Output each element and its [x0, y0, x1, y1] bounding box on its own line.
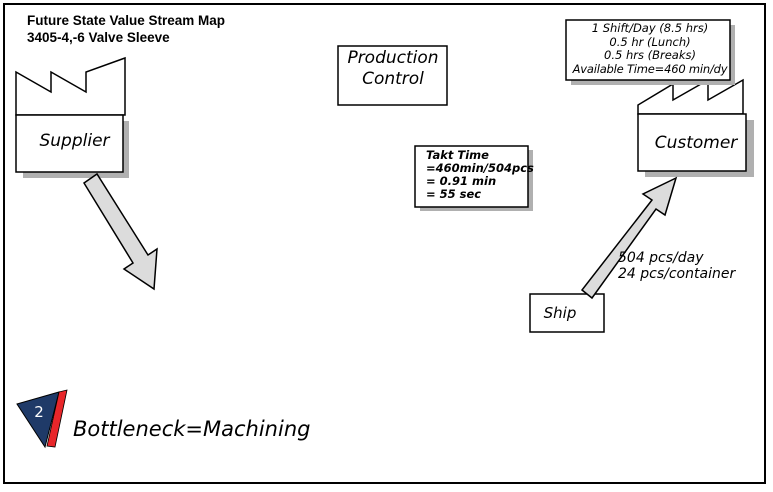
diagram-frame: [3, 3, 766, 484]
shift-line1: 1 Shift/Day (8.5 hrs): [591, 21, 709, 35]
ship-box: [529, 293, 605, 333]
customer-label: Customer: [654, 133, 738, 153]
takt-line2: =460min/504pcs: [426, 161, 534, 175]
shipment-quantity-text: 504 pcs/day 24 pcs/container: [618, 250, 735, 282]
supplier-label: Supplier: [39, 131, 110, 151]
map-title: Future State Value Stream Map 3405-4,-6 …: [27, 12, 225, 46]
production-control-box: [337, 45, 448, 106]
takt-time-text: Takt Time =460min/504pcs = 0.91 min = 55…: [426, 149, 534, 201]
shipment-line1: 504 pcs/day: [618, 250, 704, 266]
shift-line4: Available Time=460 min/dy: [572, 61, 728, 76]
takt-box: [414, 145, 529, 208]
shift-line2: 0.5 hr (Lunch): [609, 34, 691, 49]
takt-line4: = 55 sec: [426, 187, 482, 201]
map-title-line1: Future State Value Stream Map: [27, 13, 226, 28]
shift-info-text: 1 Shift/Day (8.5 hrs) 0.5 hr (Lunch) 0.5…: [568, 21, 732, 76]
customer-building: [637, 113, 747, 172]
takt-line1: Takt Time: [426, 148, 489, 162]
customer-shipment-arrow: [580, 176, 678, 300]
shipment-line2: 24 pcs/container: [618, 266, 736, 282]
badge-number: 2: [34, 403, 44, 421]
production-control-line2: Control: [362, 69, 424, 89]
badge-navy-triangle: [16, 391, 60, 449]
map-title-line2: 3405-4,-6 Valve Sleeve: [27, 30, 170, 45]
customer-factory-icon: [637, 78, 754, 177]
badge-red-stripe: [46, 389, 68, 448]
shift-line3: 0.5 hrs (Breaks): [604, 48, 696, 62]
customer-roof: [637, 78, 744, 115]
production-control-label: Production Control: [338, 48, 448, 90]
bottleneck-badge-icon: 2: [16, 389, 68, 449]
production-control-line1: Production: [347, 48, 439, 68]
ship-label: Ship: [543, 304, 577, 322]
shift-box: [565, 19, 731, 81]
supplier-shipment-arrow: [82, 172, 158, 291]
supplier-factory-icon: [15, 56, 129, 178]
takt-line3: = 0.91 min: [426, 174, 497, 188]
supplier-building: [15, 114, 124, 173]
bottleneck-label: Bottleneck=Machining: [73, 417, 311, 441]
supplier-roof: [15, 56, 126, 116]
